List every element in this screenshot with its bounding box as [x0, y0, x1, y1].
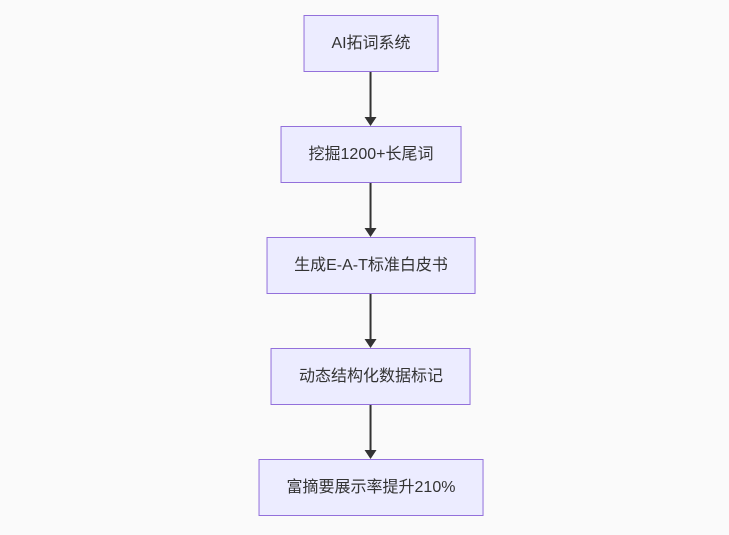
flow-arrow-down-1 [364, 72, 378, 126]
flow-node-label: 动态结构化数据标记 [298, 368, 443, 385]
arrow-line [370, 72, 372, 117]
flow-arrow-down-2 [364, 183, 378, 237]
arrow-head-icon [365, 450, 377, 459]
flow-node-longtail-mining: 挖掘1200+长尾词 [280, 126, 462, 183]
flow-node-structured-data: 动态结构化数据标记 [270, 348, 471, 405]
flow-node-label: 富摘要展示率提升210% [286, 479, 456, 496]
flow-node-rich-snippet-result: 富摘要展示率提升210% [258, 459, 484, 516]
flow-node-eat-whitepaper: 生成E-A-T标准白皮书 [266, 237, 476, 294]
flow-arrow-down-3 [364, 294, 378, 348]
arrow-head-icon [365, 339, 377, 348]
flow-arrow-down-4 [364, 405, 378, 459]
flow-node-label: AI拓词系统 [331, 35, 411, 52]
arrow-head-icon [365, 228, 377, 237]
flowchart: AI拓词系统 挖掘1200+长尾词 生成E-A-T标准白皮书 动态结构化数据标记… [258, 15, 484, 516]
arrow-line [370, 183, 372, 228]
flow-node-label: 生成E-A-T标准白皮书 [294, 257, 448, 274]
arrow-line [370, 405, 372, 450]
arrow-head-icon [365, 117, 377, 126]
flow-node-ai-keyword-system: AI拓词系统 [303, 15, 439, 72]
arrow-line [370, 294, 372, 339]
flow-node-label: 挖掘1200+长尾词 [308, 146, 434, 163]
